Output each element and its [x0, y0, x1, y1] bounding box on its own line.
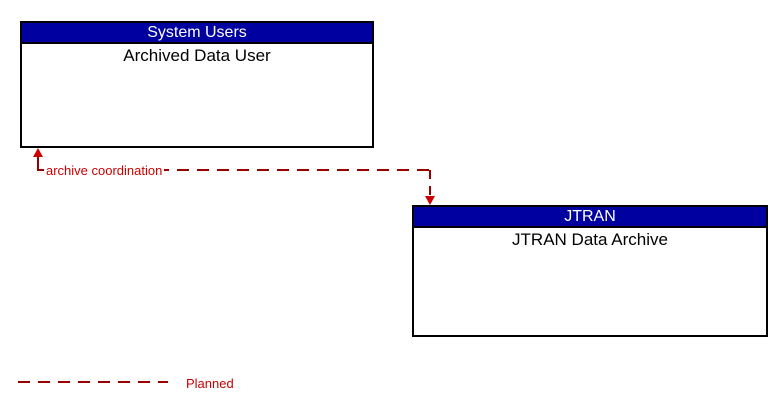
flow-label-archive-coordination: archive coordination: [44, 163, 165, 178]
flow-line-horizontal: [37, 169, 433, 171]
arrow-down-icon: [425, 196, 435, 205]
flow-arrow-shaft: [37, 156, 39, 171]
entity-box-system-users[interactable]: System Users Archived Data User: [20, 21, 374, 148]
entity-body-archived-data-user: Archived Data User: [123, 46, 271, 65]
entity-header-system-users: System Users: [22, 23, 372, 44]
entity-header-jtran: JTRAN: [414, 207, 766, 228]
legend-label-planned: Planned: [186, 376, 234, 391]
legend-dashed-line: [18, 381, 168, 383]
entity-box-jtran[interactable]: JTRAN JTRAN Data Archive: [412, 205, 768, 337]
flow-line-vertical: [429, 170, 431, 197]
arrow-up-icon: [33, 148, 43, 157]
entity-body-jtran-data-archive: JTRAN Data Archive: [512, 230, 668, 249]
